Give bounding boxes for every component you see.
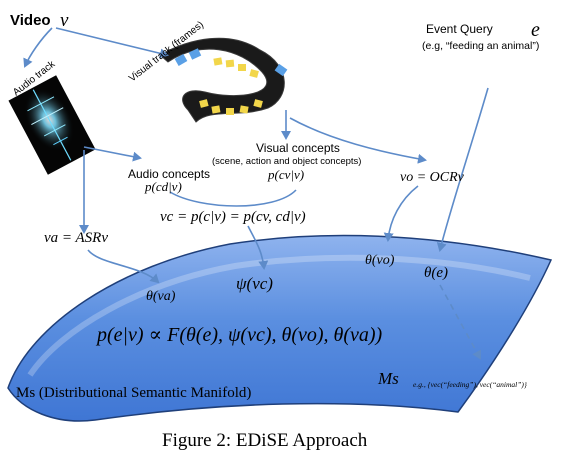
arrow-video-to-audio [23, 27, 53, 68]
visual-concepts-prob: p(cv|v) [267, 167, 304, 182]
arrow-vc-to-psi [247, 225, 269, 270]
manifold-symbol: Ms [377, 369, 399, 388]
audio-concepts-label: Audio concepts [128, 167, 210, 181]
theta-va-label: θ(va) [146, 289, 176, 304]
event-example: (e.g, “feeding an animal”) [422, 40, 539, 52]
arrow-video-to-visual [55, 27, 169, 59]
audio-spectrogram [8, 75, 96, 175]
event-query-label: Event Query [426, 22, 493, 36]
semantic-manifold [7, 234, 553, 422]
audio-concepts-prob: p(cd|v) [144, 179, 182, 194]
arrow-film-to-ocr [289, 117, 427, 164]
arrow-ocr-to-theta-vo [383, 185, 419, 242]
visual-concepts-subtitle: (scene, action and object concepts) [212, 156, 361, 167]
theta-e-label: θ(e) [424, 265, 448, 281]
vec-example: e.g., {vec(“feeding”), vec(“animal”)} [413, 380, 527, 389]
visual-concepts-title: Visual concepts [256, 141, 340, 155]
arrow-audio-to-concepts [83, 146, 142, 162]
arrow-theta-e-to-vec [439, 284, 482, 360]
main-equation: p(e|v) ∝ F(θ(e), ψ(vc), θ(vo), θ(va)) [95, 324, 383, 346]
arrow-asr-to-theta-va [87, 249, 160, 284]
manifold-label: Ms (Distributional Semantic Manifold) [16, 385, 251, 401]
arrow-query-to-theta-e [436, 87, 489, 252]
film-strip [159, 37, 288, 123]
ocr-equation: vo = OCRv [400, 170, 465, 185]
flow-arrows [23, 27, 489, 360]
arrow-concepts-merge [169, 189, 297, 207]
vc-equation: vc = p(c|v) = p(cv, cd|v) [160, 209, 306, 225]
video-label: Video [10, 12, 51, 29]
video-variable: v [60, 10, 69, 31]
theta-vo-label: θ(vo) [365, 253, 395, 268]
asr-equation: va = ASRv [44, 230, 108, 246]
event-variable: e [531, 19, 540, 41]
figure-caption: Figure 2: EDiSE Approach [162, 430, 368, 451]
psi-vc-label: ψ(vc) [236, 274, 273, 293]
